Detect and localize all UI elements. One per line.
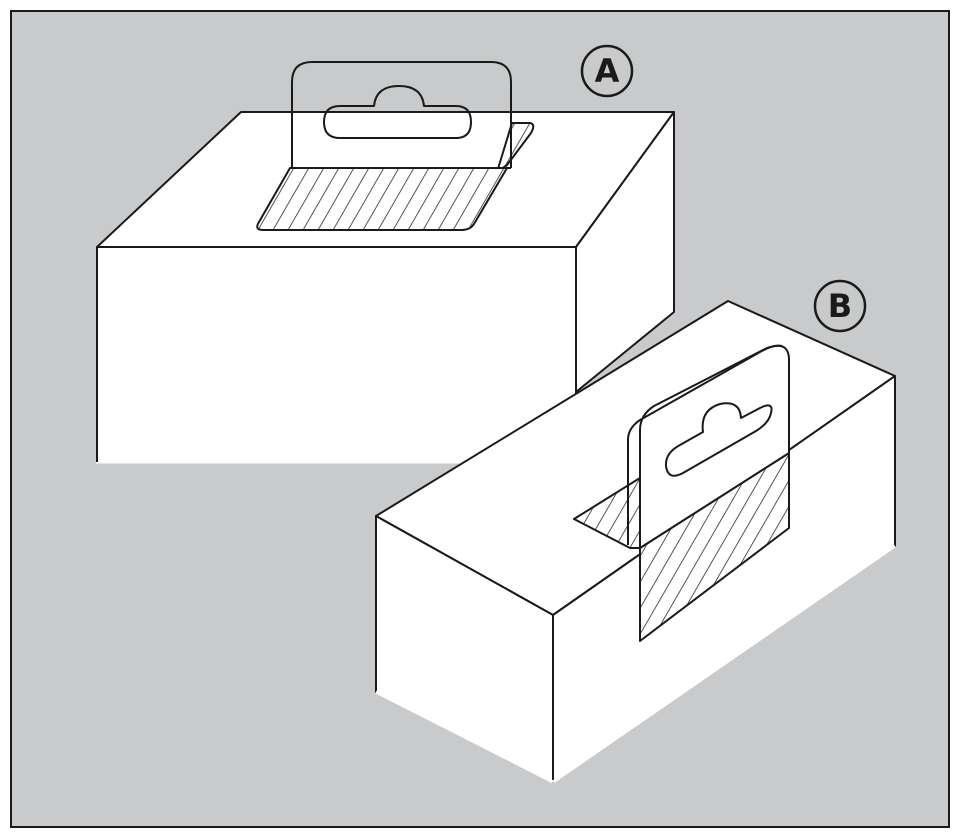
box-a-front-face — [96, 246, 577, 463]
label-b: B — [813, 279, 867, 333]
label-b-circle — [813, 279, 867, 333]
hanger-tab-b-fold — [627, 344, 783, 545]
hanger-tab-a-adhesive — [256, 167, 508, 231]
label-a-text: A — [595, 52, 620, 90]
label-a: A — [580, 44, 634, 98]
hanger-tab-a-body — [291, 61, 512, 168]
hanger-tab-a-euro-slot — [323, 85, 472, 139]
hanger-tab-a — [256, 61, 535, 231]
hanger-tab-a-adhesive-shadow — [496, 122, 535, 173]
hanger-tab-b-euro-slot — [664, 402, 773, 477]
label-b-text: B — [828, 287, 852, 325]
hanger-tab-b-body — [639, 344, 790, 548]
hanger-tab-b — [573, 344, 790, 642]
label-a-circle — [580, 44, 634, 98]
